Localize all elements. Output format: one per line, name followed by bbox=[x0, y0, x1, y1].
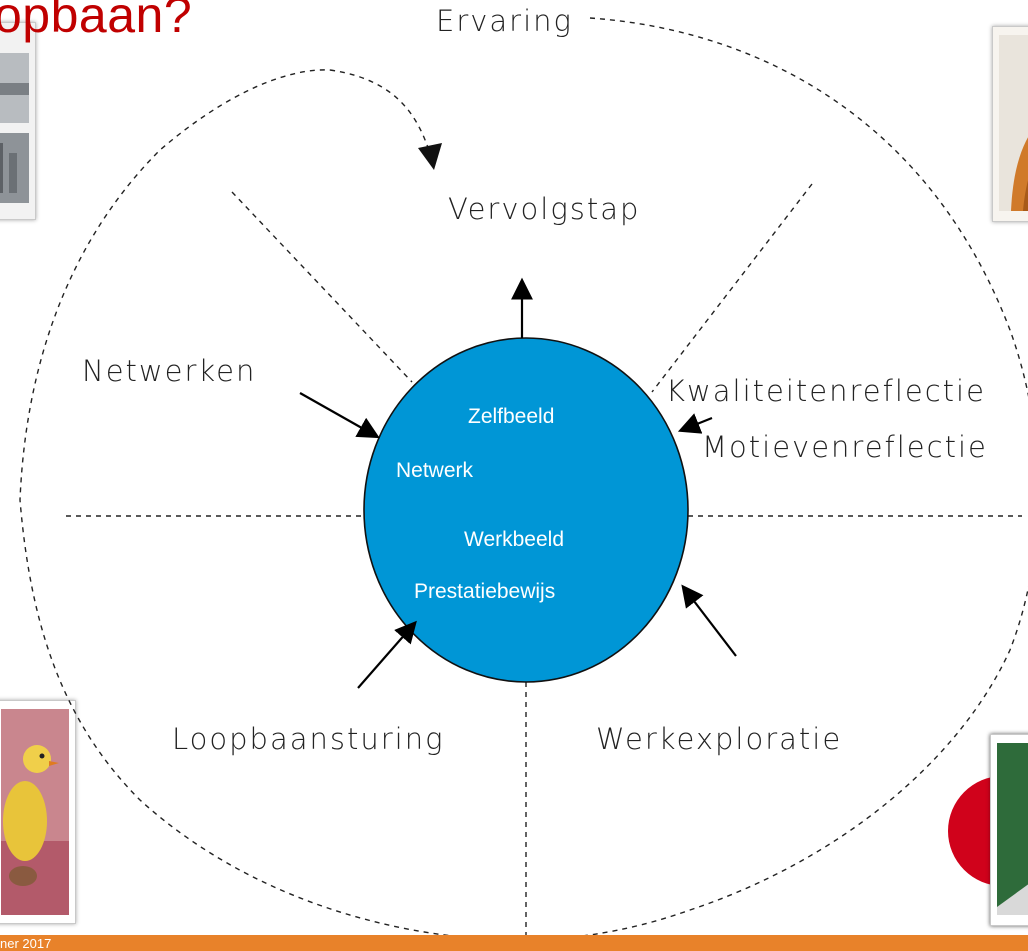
outer-dashed-boundary bbox=[19, 17, 1028, 941]
footer-text: ner 2017 bbox=[0, 936, 52, 951]
motievenreflectie-label: Motievenreflectie bbox=[702, 430, 988, 464]
ervaring-curve-arrow bbox=[329, 69, 433, 161]
slide-title: opbaan? bbox=[0, 0, 193, 43]
footer-bar bbox=[0, 935, 1028, 951]
ervaring-label: Ervaring bbox=[436, 4, 573, 38]
werkexploratie-label: Werkexploratie bbox=[596, 722, 843, 756]
center-item-zelfbeeld: Zelfbeeld bbox=[468, 405, 555, 428]
top-right-photo bbox=[992, 26, 1028, 222]
top-left-photo bbox=[0, 22, 36, 220]
bottom-left-photo bbox=[0, 700, 76, 924]
arrow-werkexploratie bbox=[681, 584, 737, 657]
center-item-netwerk: Netwerk bbox=[396, 459, 474, 482]
arrow-netwerken bbox=[299, 392, 380, 439]
center-item-werkbeeld: Werkbeeld bbox=[464, 528, 564, 551]
netwerken-label: Netwerken bbox=[82, 354, 257, 388]
loopbaansturing-label: Loopbaansturing bbox=[172, 722, 445, 756]
kwaliteitenreflectie-label: Kwaliteitenreflectie bbox=[666, 374, 986, 408]
center-item-prestatiebewijs: Prestatiebewijs bbox=[414, 580, 556, 603]
vervolgstap-label: Vervolgstap bbox=[448, 192, 641, 226]
arrow-loopbaansturing bbox=[357, 620, 417, 689]
arrow-kwaliteiten bbox=[677, 413, 713, 434]
divider-upper-left bbox=[231, 191, 413, 383]
ervaring-curve-arrowhead bbox=[418, 143, 442, 170]
bottom-right-photo-front bbox=[990, 734, 1028, 926]
center-circle bbox=[363, 337, 689, 683]
divider-upper-right bbox=[651, 183, 813, 393]
